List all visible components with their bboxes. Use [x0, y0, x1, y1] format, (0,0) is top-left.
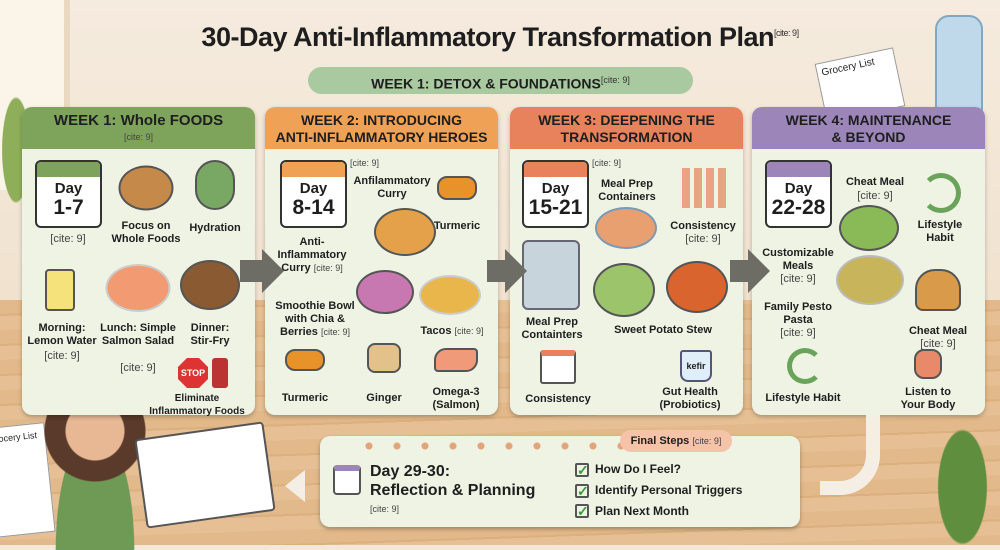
binder-holes	[355, 442, 625, 450]
stir-fry-icon	[180, 260, 240, 310]
gut-health-label: Gut Health (Probiotics)	[659, 386, 721, 411]
plant-right-icon	[925, 400, 1000, 545]
omega3-salmon-label: Omega-3 (Salmon)	[432, 386, 480, 411]
arrow-w3-w4-icon	[748, 249, 770, 293]
week1-panel: WEEK 1: Whole FOODS[cite: 9]	[22, 107, 255, 415]
checklist-item[interactable]: ✓How Do I Feel?	[575, 461, 682, 478]
smoothie-bowl-label: Smoothie Bowl with Chia & Berries [cite:…	[275, 300, 355, 338]
tacos-icon	[419, 275, 481, 315]
lunch-cite: [cite: 9]	[120, 362, 156, 374]
morning-cite: [cite: 9]	[44, 350, 80, 362]
meal-prep-bowl-icon	[595, 207, 657, 249]
consistency-label: Consistency	[525, 393, 591, 405]
calendar-grid-icon	[540, 350, 576, 384]
turmeric-top-label: Turmeric	[433, 220, 481, 232]
turmeric-label: Turmeric	[281, 392, 329, 404]
curry-bowl-icon	[374, 208, 436, 256]
week3-calendar-cite: [cite: 9]	[592, 158, 622, 168]
lunch-salmon-salad-label: Lunch: Simple Salmon Salad	[100, 322, 176, 347]
meal-prep-containers-top-label: Meal Prep Containers	[598, 178, 656, 203]
sweet-potato-stew-icon	[666, 261, 728, 313]
cheat-meal-label: Cheat Meal	[908, 325, 968, 337]
meal-prep-tray-icon	[522, 240, 580, 310]
consistency-arrows-icon	[682, 168, 730, 208]
week2-calendar-cite: [cite: 9]	[350, 158, 380, 168]
consistency-top-label: Consistency	[670, 220, 736, 232]
lifestyle-cycle-bottom-icon	[787, 348, 823, 384]
turmeric-root-icon	[437, 176, 477, 200]
kefir-cup-icon: kefir	[680, 350, 712, 382]
buddha-bowl-icon	[593, 263, 655, 317]
customizable-meals-cite: [cite: 9]	[780, 273, 816, 285]
family-pesto-pasta-label: Family Pesto Pasta	[764, 301, 832, 326]
anfilammatory-curry-label: Anfilammatory Curry	[353, 175, 431, 200]
pesto-pasta-icon	[836, 255, 904, 305]
hydration-label: Hydration	[189, 222, 241, 234]
arrow-w1-w2-icon	[262, 249, 284, 293]
week1-calendar-cite: [cite: 9]	[50, 233, 86, 245]
turmeric-icon	[285, 349, 325, 371]
grocery-list-label: Grocery List	[820, 56, 876, 79]
final-checklist: ✓How Do I Feel? ✓Identify Personal Trigg…	[575, 462, 742, 524]
salmon-salad-icon	[105, 264, 171, 312]
lemon-water-icon	[45, 269, 75, 311]
heart-listen-icon	[914, 349, 942, 379]
arrow-w2-w3-icon	[505, 249, 527, 293]
checkbox-checked-icon[interactable]: ✓	[575, 503, 589, 520]
page-title: 30-Day Anti-Inflammatory Transformation …	[201, 22, 799, 52]
customizable-meals-label: Customizable Meals	[762, 247, 834, 272]
ginger-label: Ginger	[366, 392, 402, 404]
family-pesto-pasta-cite: [cite: 9]	[780, 327, 816, 339]
arrow-w3-w4-shaft	[730, 260, 750, 282]
lifestyle-habit-top-label: Lifestyle Habit	[917, 219, 963, 244]
notebook-illustration	[134, 421, 276, 529]
checkbox-checked-icon[interactable]: ✓	[575, 461, 589, 478]
checklist-item[interactable]: ✓Identify Personal Triggers	[575, 482, 743, 499]
week4-header: WEEK 4: MAINTENANCE& BEYOND	[752, 107, 985, 149]
salmon-fillet-icon	[434, 348, 478, 372]
soda-icon	[212, 358, 228, 388]
focus-whole-foods-label: Focus on Whole Foods	[111, 220, 181, 245]
ginger-icon	[367, 343, 401, 373]
week1-header: WEEK 1: Whole FOODS[cite: 9]	[22, 107, 255, 149]
smoothie-bowl-icon	[356, 270, 414, 314]
final-title: Day 29-30:Reflection & Planning[cite: 9]	[370, 463, 536, 514]
lifestyle-habit-label: Lifestyle Habit	[765, 392, 841, 404]
dinner-stir-fry-label: Dinner: Stir-Fry	[190, 322, 230, 347]
calendar-icon	[333, 465, 361, 495]
sweet-potato-stew-label: Sweet Potato Stew	[614, 324, 712, 336]
checkbox-checked-icon[interactable]: ✓	[575, 482, 589, 499]
meal-prep-containters-label: Meal Prep Containters	[521, 316, 583, 341]
final-steps-badge: Final Steps [cite: 9]	[620, 430, 732, 452]
stop-sign-icon: STOP	[178, 358, 208, 388]
cheat-meal-top-cite: [cite: 9]	[857, 190, 893, 202]
cheat-meal-top-label: Cheat Meal	[845, 176, 905, 188]
tacos-label: Tacos [cite: 9]	[420, 325, 484, 337]
consistency-top-cite: [cite: 9]	[685, 233, 721, 245]
anti-inflammatory-curry-label: Anti-Inflammatory Curry [cite: 9]	[277, 236, 347, 274]
cheat-meal-cite: [cite: 9]	[920, 338, 956, 350]
checklist-item[interactable]: ✓Plan Next Month	[575, 503, 690, 520]
woman-drinking-water-icon	[195, 160, 235, 210]
veggie-basket-icon	[118, 165, 174, 211]
lifestyle-cycle-icon	[921, 173, 961, 213]
arrow-w2-w3-shaft	[487, 260, 507, 282]
arrow-final-left-icon	[285, 470, 305, 502]
phase-pill: WEEK 1: DETOX & FOUNDATIONS[cite: 9]	[308, 67, 693, 94]
grocery-list-left-label: Grocery List	[0, 430, 38, 446]
listen-to-body-label: Listen to Your Body	[900, 386, 956, 411]
morning-lemon-water-label: Morning: Lemon Water	[27, 322, 97, 347]
burger-icon	[915, 269, 961, 311]
eliminate-inflammatory-foods-label: Eliminate Inflammatory Foods	[149, 393, 245, 417]
salad-bowl-icon	[839, 205, 899, 251]
